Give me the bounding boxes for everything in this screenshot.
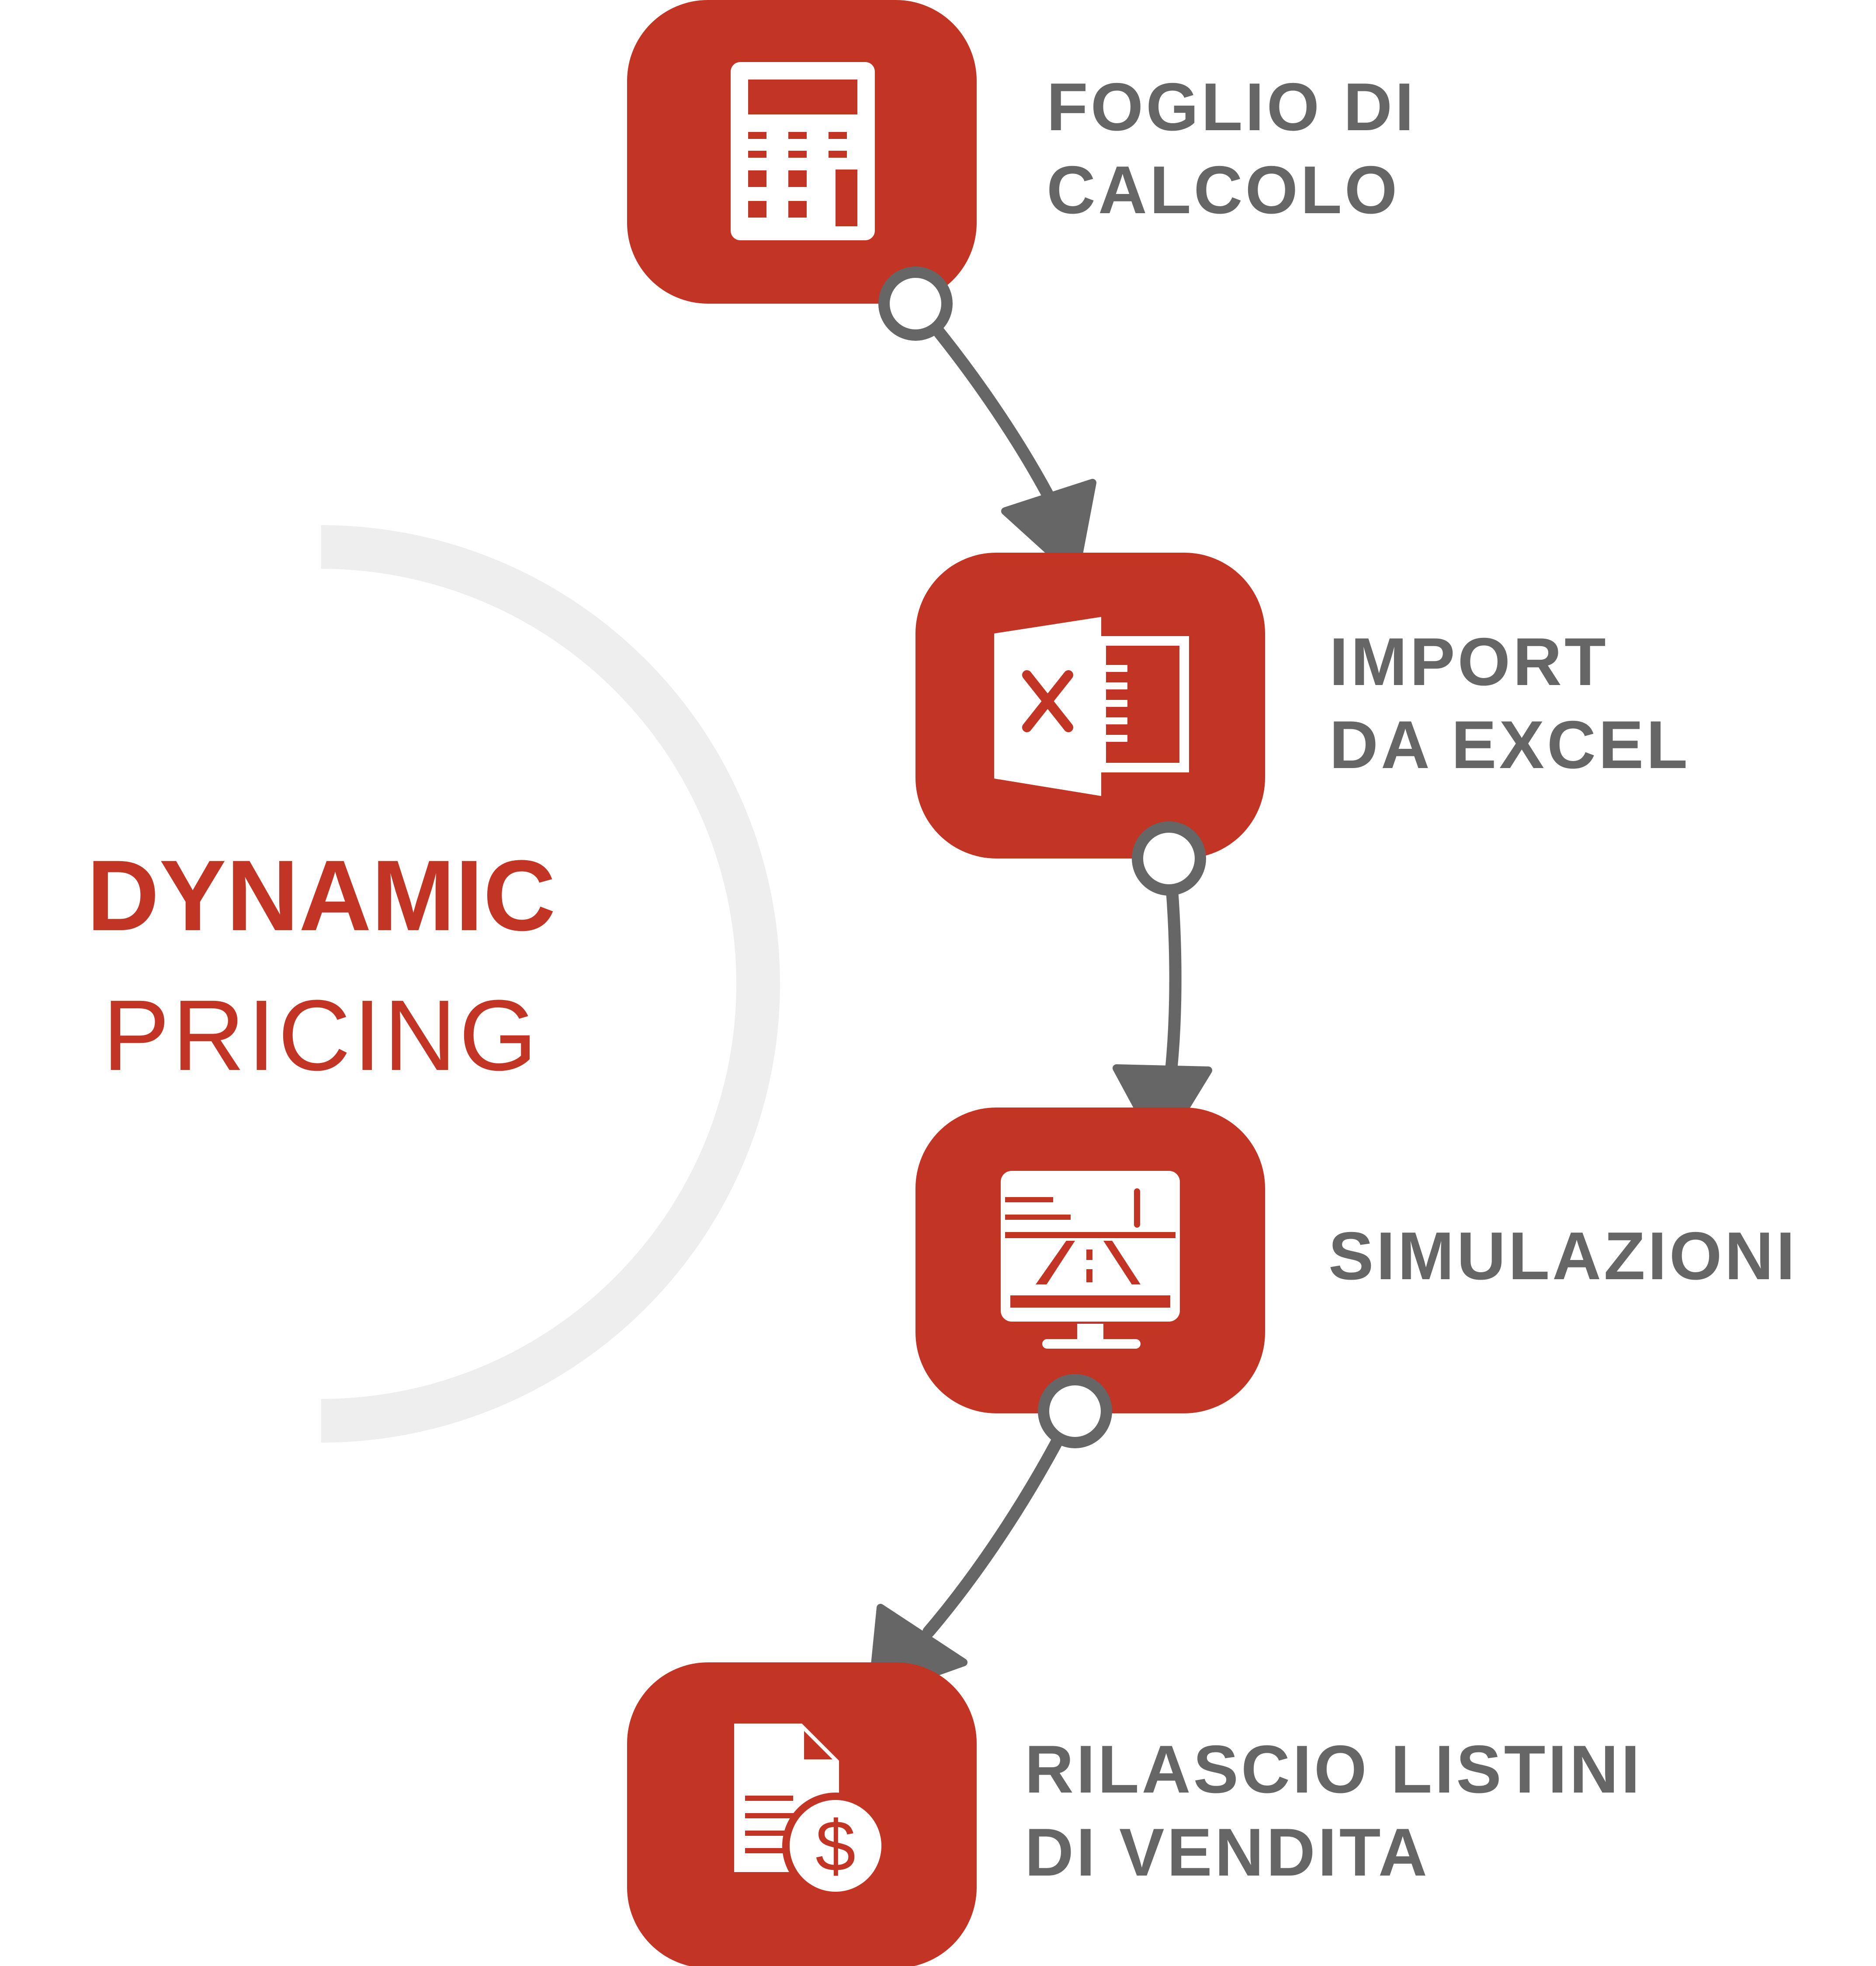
connector-1-2	[909, 298, 1061, 515]
step-label-3: SIMULAZIONI	[1328, 1215, 1797, 1298]
price-list-document-icon: $	[734, 1724, 889, 1899]
simulation-monitor-icon	[1001, 1171, 1180, 1349]
step-label-2-line-1: IMPORT	[1329, 624, 1609, 699]
connector-node-2	[1132, 821, 1206, 896]
connector-node-1	[878, 267, 953, 341]
background-arc	[321, 525, 780, 1443]
excel-icon	[994, 617, 1189, 796]
step-label-2-line-2: DA EXCEL	[1329, 707, 1690, 782]
step-label-1-line-2: CALCOLO	[1047, 152, 1400, 228]
calculator-icon	[731, 62, 875, 240]
title-line-2: PRICING	[102, 979, 540, 1091]
step-label-4: RILASCIO LISTINI DI VENDITA	[1025, 1728, 1643, 1894]
step-label-4-line-2: DI VENDITA	[1025, 1814, 1430, 1890]
step-label-3-line-1: SIMULAZIONI	[1328, 1218, 1798, 1294]
arrowhead-1	[1001, 479, 1096, 578]
step-label-1-line-1: FOGLIO DI	[1047, 69, 1417, 145]
step-label-2: IMPORT DA EXCEL	[1329, 620, 1690, 786]
step-label-4-line-1: RILASCIO LISTINI	[1025, 1731, 1643, 1807]
svg-text:$: $	[815, 1806, 856, 1886]
connector-3-4	[922, 1405, 1079, 1638]
title-line-1: DYNAMIC	[87, 839, 556, 952]
connector-node-3	[1038, 1374, 1112, 1448]
step-label-1: FOGLIO DI CALCOLO	[1047, 66, 1416, 232]
